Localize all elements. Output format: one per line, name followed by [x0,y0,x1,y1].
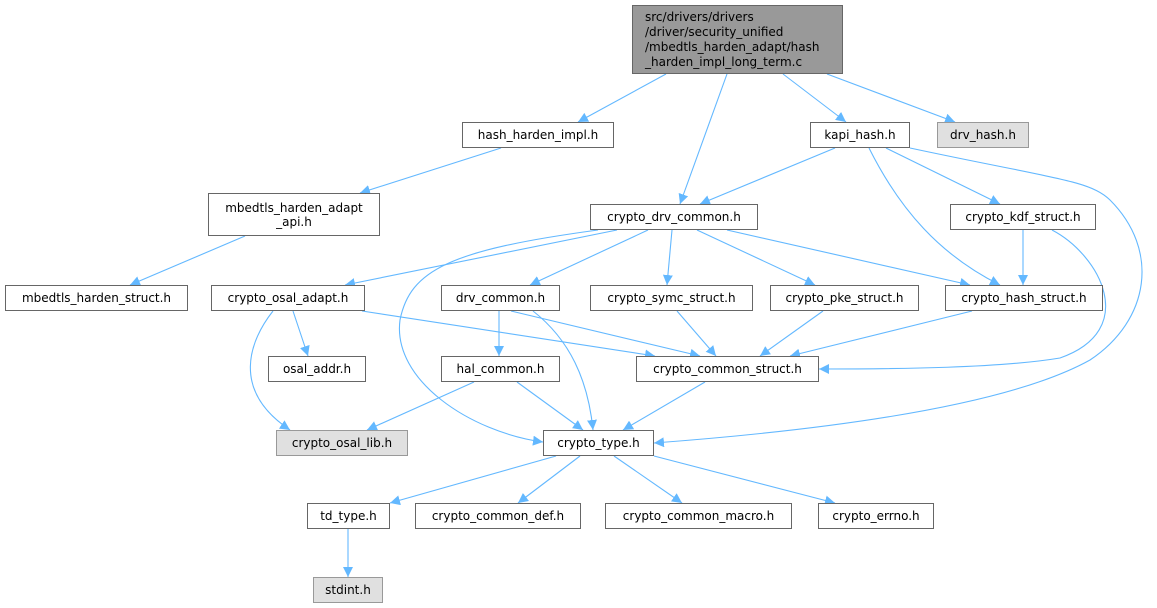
node-root-file: src/drivers/drivers /driver/security_uni… [632,5,843,74]
node-drv-hash: drv_hash.h [937,122,1029,148]
node-crypto-errno[interactable]: crypto_errno.h [818,503,934,529]
edge-crypto-type-to-crypto-errno [653,455,836,506]
edge-kapi-hash-to-crypto-type [653,147,1143,448]
edge-crypto-common-struct-to-crypto-type [622,381,706,431]
node-osal-addr[interactable]: osal_addr.h [268,356,366,382]
edge-crypto-type-to-crypto-common-def [517,455,581,504]
edge-crypto-drv-common-to-crypto-type [398,229,599,446]
node-crypto-hash-struct[interactable]: crypto_hash_struct.h [945,285,1103,311]
edge-crypto-pke-struct-to-crypto-common-struct [759,310,824,357]
edge-crypto-osal-adapt-to-crypto-common-struct [361,310,656,360]
edge-drv-common-to-crypto-common-struct [510,310,701,359]
node-kapi-hash[interactable]: kapi_hash.h [810,122,910,148]
edge-crypto-type-to-td-type [389,455,557,506]
edge-hal-common-to-crypto-osal-lib [366,381,475,431]
node-crypto-common-macro[interactable]: crypto_common_macro.h [605,503,792,529]
edge-crypto-osal-adapt-to-crypto-osal-lib [249,310,291,431]
edge-hal-common-to-crypto-type [516,381,584,431]
edge-root-to-hash-harden-impl [577,73,667,123]
node-td-type[interactable]: td_type.h [307,503,390,529]
node-stdint: stdint.h [313,577,383,603]
edge-kapi-hash-to-crypto-hash-struct [868,147,1001,286]
node-crypto-type[interactable]: crypto_type.h [543,430,654,456]
edge-root-to-drv-hash [826,73,956,124]
node-hash-harden-impl[interactable]: hash_harden_impl.h [462,122,614,148]
node-crypto-common-def[interactable]: crypto_common_def.h [415,503,581,529]
edge-crypto-osal-adapt-to-osal-addr [292,310,310,357]
edge-kapi-hash-to-crypto-kdf-struct [885,147,1001,205]
edge-crypto-drv-common-to-drv-common [529,229,649,286]
node-crypto-pke-struct[interactable]: crypto_pke_struct.h [770,285,919,311]
node-crypto-common-struct[interactable]: crypto_common_struct.h [636,356,819,382]
node-mbedtls-harden-adapt-api[interactable]: mbedtls_harden_adapt _api.h [208,193,380,236]
edge-mbedtls-harden-adapt-api-to-mbedtls-harden-struct [129,235,246,286]
edge-hash-harden-impl-to-mbedtls-harden-adapt-api [359,147,502,195]
node-drv-common[interactable]: drv_common.h [441,285,560,311]
node-crypto-symc-struct[interactable]: crypto_symc_struct.h [590,285,753,311]
node-mbedtls-harden-struct[interactable]: mbedtls_harden_struct.h [5,285,188,311]
node-crypto-osal-adapt[interactable]: crypto_osal_adapt.h [211,285,365,311]
edge-root-to-crypto-drv-common [678,73,728,205]
edge-crypto-hash-struct-to-crypto-common-struct [789,310,973,359]
edge-root-to-kapi-hash [782,73,847,123]
edge-crypto-drv-common-to-crypto-symc-struct [662,229,673,286]
edge-crypto-symc-struct-to-crypto-common-struct [676,310,717,357]
edge-crypto-type-to-crypto-common-macro [613,455,683,504]
node-hal-common[interactable]: hal_common.h [441,356,560,382]
edge-crypto-drv-common-to-crypto-osal-adapt [344,229,618,288]
node-crypto-osal-lib: crypto_osal_lib.h [276,430,408,456]
node-crypto-drv-common[interactable]: crypto_drv_common.h [590,204,758,230]
node-crypto-kdf-struct[interactable]: crypto_kdf_struct.h [950,204,1096,230]
edge-crypto-drv-common-to-crypto-pke-struct [696,229,816,286]
edge-crypto-drv-common-to-crypto-hash-struct [726,229,971,288]
edge-kapi-hash-to-crypto-drv-common [699,147,836,205]
edge-crypto-kdf-struct-to-crypto-common-struct [818,229,1107,374]
edge-drv-common-to-crypto-type [532,310,597,431]
